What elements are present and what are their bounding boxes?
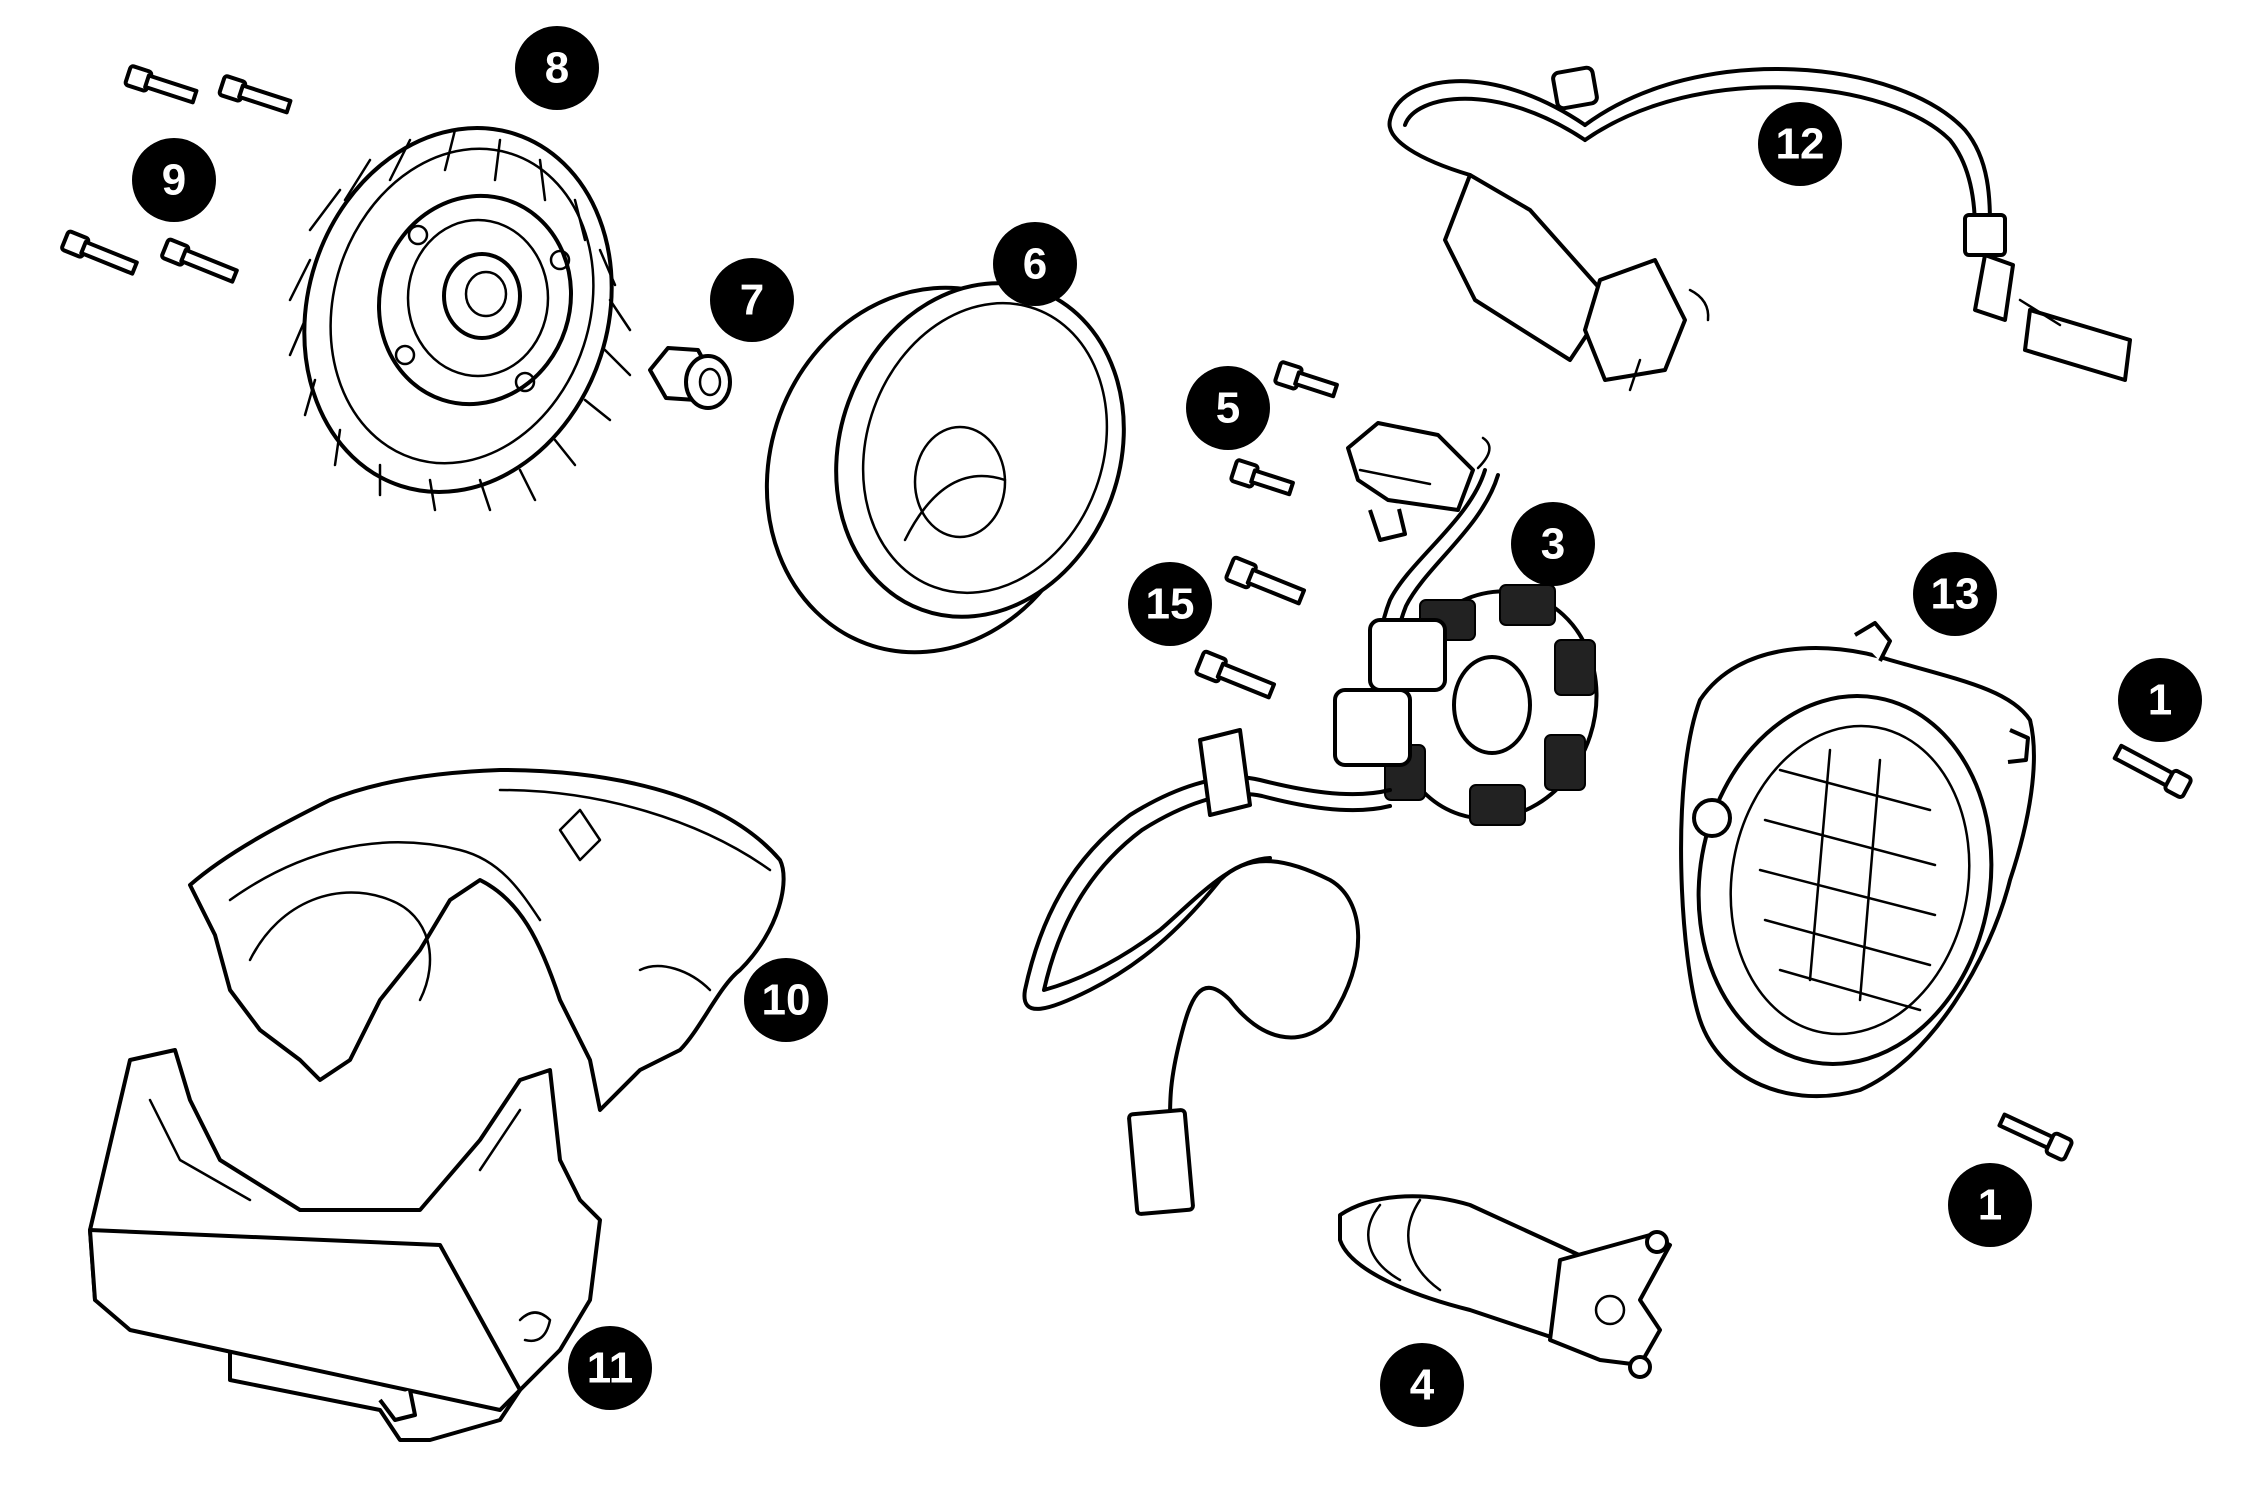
- callout-5-label: 5: [1216, 384, 1240, 433]
- callout-11: 11: [568, 1326, 652, 1410]
- ignition-coil-icon: [1387, 65, 2132, 392]
- callout-8: 8: [515, 26, 599, 110]
- callout-7-label: 7: [740, 276, 764, 325]
- callout-1-top: 1: [2118, 658, 2202, 742]
- callout-13-label: 13: [1931, 570, 1980, 619]
- callout-5: 5: [1186, 366, 1270, 450]
- rotor-icon: [764, 281, 1126, 655]
- callout-11-label: 11: [587, 1344, 634, 1393]
- callout-6: 6: [993, 222, 1077, 306]
- callout-4-label: 4: [1410, 1361, 1435, 1410]
- callout-1-top-label: 1: [2148, 676, 2172, 725]
- shroud-upper-icon: [188, 768, 786, 1112]
- callout-3: 3: [1511, 502, 1595, 586]
- callout-12: 12: [1758, 102, 1842, 186]
- callout-10-label: 10: [762, 976, 811, 1025]
- callout-12-label: 12: [1776, 120, 1825, 169]
- flywheel-fan-icon: [288, 126, 632, 512]
- starter-motor-icon: [1338, 1194, 1672, 1379]
- wiring-harness-icon: [1022, 728, 1392, 1216]
- shroud-lower-icon: [88, 1048, 602, 1442]
- callout-3-label: 3: [1541, 520, 1565, 569]
- callout-1-bottom-label: 1: [1978, 1181, 2002, 1230]
- callout-1-bottom: 1: [1948, 1163, 2032, 1247]
- callout-8-label: 8: [545, 44, 569, 93]
- pulse-generator-icon: [1346, 421, 1491, 542]
- bolt-set-icon: [60, 64, 2193, 1162]
- callout-7: 7: [710, 258, 794, 342]
- callout-4: 4: [1380, 1343, 1464, 1427]
- callout-9-label: 9: [162, 156, 186, 205]
- fan-cover-icon: [1679, 621, 2036, 1099]
- callout-15-label: 15: [1146, 580, 1195, 629]
- stator-icon: [1333, 468, 1599, 826]
- callout-10: 10: [744, 958, 828, 1042]
- callout-6-label: 6: [1023, 240, 1047, 289]
- callout-15: 15: [1128, 562, 1212, 646]
- callout-9: 9: [132, 138, 216, 222]
- nut-icon: [648, 346, 732, 410]
- callout-13: 13: [1913, 552, 1997, 636]
